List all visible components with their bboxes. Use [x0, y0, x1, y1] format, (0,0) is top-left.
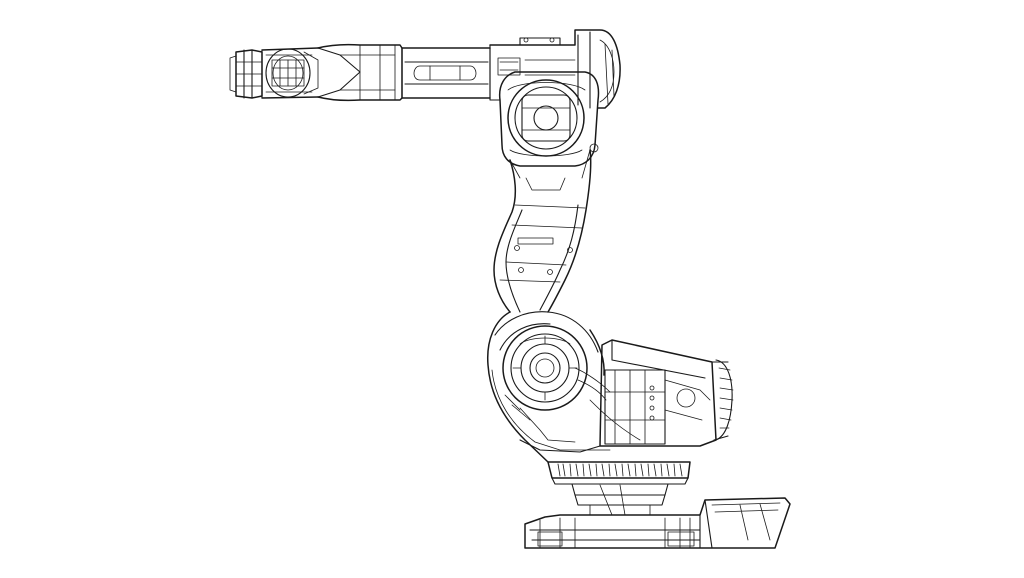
robot-wrist — [261, 43, 403, 102]
axis-4-housing — [489, 29, 621, 109]
robot-turntable — [547, 461, 691, 516]
robot-forearm — [401, 47, 491, 99]
axis-1-motor — [574, 339, 734, 447]
robot-flange — [229, 49, 263, 99]
axis-3-elbow — [498, 71, 600, 167]
axis-2-hub — [502, 325, 588, 411]
robot-lower-arm — [493, 149, 592, 313]
robot-base-plate — [524, 497, 791, 549]
